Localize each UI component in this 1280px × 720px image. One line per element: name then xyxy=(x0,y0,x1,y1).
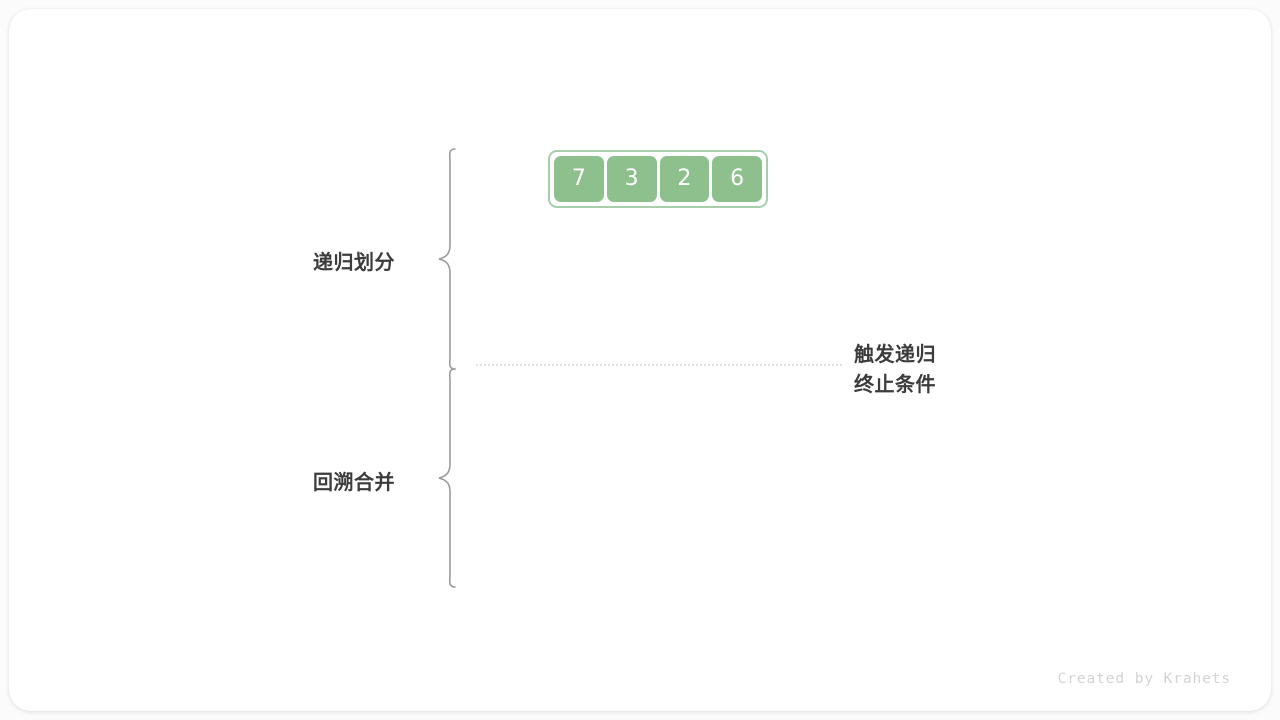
array-cell: 2 xyxy=(659,156,710,202)
figure-card: 7 3 2 6 递归划分 回溯合并 触发递归 终止条件 Created by K… xyxy=(9,9,1271,711)
termination-annotation: 触发递归 终止条件 xyxy=(854,340,936,400)
dotted-divider xyxy=(475,364,844,366)
array-cell: 6 xyxy=(712,156,762,202)
brace-label-merge: 回溯合并 xyxy=(313,472,395,494)
annotation-line-1: 触发递归 xyxy=(854,344,936,366)
array-cell: 7 xyxy=(554,156,604,202)
credit-text: Created by Krahets xyxy=(1057,671,1231,687)
array-cell: 3 xyxy=(606,156,657,202)
input-array: 7 3 2 6 xyxy=(548,150,768,208)
brace-label-divide: 递归划分 xyxy=(313,252,395,274)
brace-merge xyxy=(438,368,456,588)
brace-divide xyxy=(438,148,456,370)
annotation-line-2: 终止条件 xyxy=(854,374,936,396)
